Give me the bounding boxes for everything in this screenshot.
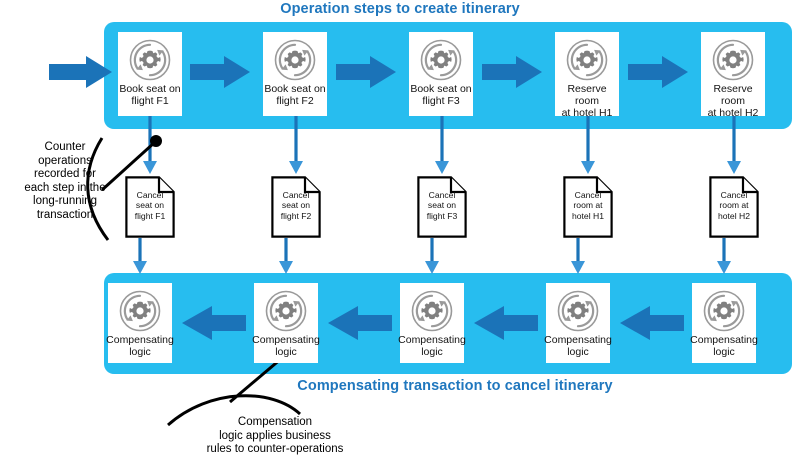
- step-label: Book seat on flight F3: [410, 83, 472, 107]
- document-page-icon: [125, 176, 175, 238]
- annotation-counter-operations: Counter operations recorded for each ste…: [24, 141, 106, 221]
- compensation-box-3[interactable]: Compensating logic: [398, 283, 466, 363]
- compensation-box-4[interactable]: Compensating logic: [544, 283, 612, 363]
- connector-doc-to-compensation-3: [425, 238, 439, 274]
- step-box-book-seat-f3[interactable]: Book seat on flight F3: [409, 32, 473, 116]
- compensation-box-2[interactable]: Compensating logic: [252, 283, 320, 363]
- gear-rotation-icon: [564, 37, 610, 83]
- document-page-icon: [563, 176, 613, 238]
- compensation-box-1[interactable]: Compensating logic: [106, 283, 174, 363]
- gear-rotation-icon: [418, 37, 464, 83]
- compensation-label: Compensating logic: [106, 334, 174, 358]
- document-cancel-room-h2[interactable]: Cancel room at hotel H2: [709, 176, 759, 238]
- connector-doc-to-compensation-2: [279, 238, 293, 274]
- document-label: Cancel seat on flight F1: [134, 190, 166, 221]
- compensation-label: Compensating logic: [544, 334, 612, 358]
- document-label: Cancel room at hotel H1: [571, 190, 604, 221]
- document-page-icon: [709, 176, 759, 238]
- gear-rotation-icon: [272, 37, 318, 83]
- gear-rotation-icon: [127, 37, 173, 83]
- step-box-book-seat-f1[interactable]: Book seat on flight F1: [118, 32, 182, 116]
- connector-doc-to-compensation-5: [717, 238, 731, 274]
- document-label: Cancel room at hotel H2: [717, 190, 750, 221]
- entry-arrow: [49, 56, 112, 88]
- page-title-compensating-transaction: Compensating transaction to cancel itine…: [297, 378, 613, 394]
- step-label: Reserve room at hotel H2: [707, 83, 759, 119]
- gear-rotation-icon: [701, 288, 747, 334]
- gear-rotation-icon: [117, 288, 163, 334]
- compensation-label: Compensating logic: [252, 334, 320, 358]
- document-cancel-seat-f3[interactable]: Cancel seat on flight F3: [417, 176, 467, 238]
- annotation-compensation-logic: Compensation logic applies business rule…: [206, 416, 344, 456]
- gear-rotation-icon: [710, 37, 756, 83]
- compensation-label: Compensating logic: [690, 334, 758, 358]
- gear-rotation-icon: [263, 288, 309, 334]
- compensation-label: Compensating logic: [398, 334, 466, 358]
- document-label: Cancel seat on flight F3: [426, 190, 458, 221]
- step-box-book-seat-f2[interactable]: Book seat on flight F2: [263, 32, 327, 116]
- step-box-reserve-room-h2[interactable]: Reserve room at hotel H2: [701, 32, 765, 119]
- document-cancel-room-h1[interactable]: Cancel room at hotel H1: [563, 176, 613, 238]
- step-label: Reserve room at hotel H1: [561, 83, 613, 119]
- connector-doc-to-compensation-4: [571, 238, 585, 274]
- gear-rotation-icon: [409, 288, 455, 334]
- document-page-icon: [271, 176, 321, 238]
- gear-rotation-icon: [555, 288, 601, 334]
- document-page-icon: [417, 176, 467, 238]
- step-label: Book seat on flight F1: [119, 83, 181, 107]
- page-title-operation-steps: Operation steps to create itinerary: [280, 1, 520, 17]
- step-box-reserve-room-h1[interactable]: Reserve room at hotel H1: [555, 32, 619, 119]
- connector-doc-to-compensation-1: [133, 238, 147, 274]
- document-cancel-seat-f1[interactable]: Cancel seat on flight F1: [125, 176, 175, 238]
- step-label: Book seat on flight F2: [264, 83, 326, 107]
- document-cancel-seat-f2[interactable]: Cancel seat on flight F2: [271, 176, 321, 238]
- compensation-box-5[interactable]: Compensating logic: [690, 283, 758, 363]
- document-label: Cancel seat on flight F2: [280, 190, 312, 221]
